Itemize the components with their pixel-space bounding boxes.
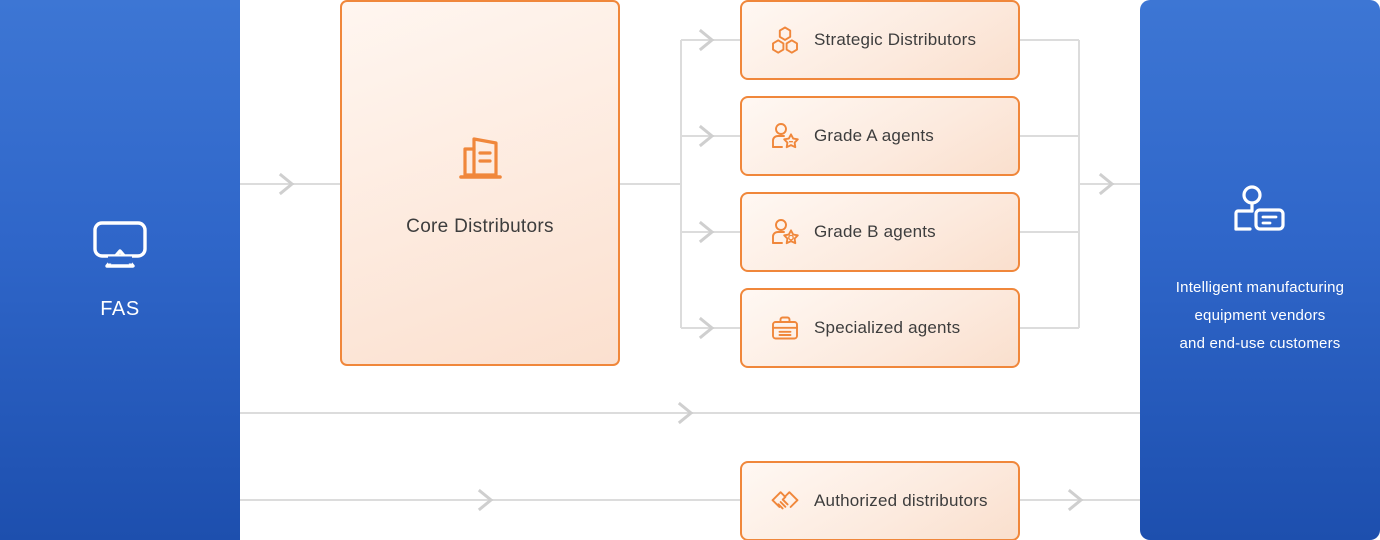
source-panel[interactable]: FAS <box>0 0 240 540</box>
destination-panel[interactable]: Intelligent manufacturing equipment vend… <box>1140 0 1380 540</box>
office-building-icon <box>452 129 508 190</box>
source-panel-label: FAS <box>100 297 140 320</box>
channel-card-strategic-distributors[interactable]: Strategic Distributors <box>740 0 1020 80</box>
arrow-branch-2 <box>698 220 715 244</box>
destination-panel-caption: Intelligent manufacturing equipment vend… <box>1150 274 1370 358</box>
airplay-screen-icon <box>92 220 148 275</box>
person-id-card-icon <box>1231 183 1289 246</box>
caption-line-2: equipment vendors <box>1194 306 1326 324</box>
arrow-branch-1 <box>698 124 715 148</box>
arrow-merge-to-right <box>1098 172 1115 196</box>
core-distributors-card[interactable]: Core Distributors <box>340 0 620 366</box>
channel-card-grade-a-agents[interactable]: Grade A agents <box>740 96 1020 176</box>
channel-card-authorized-distributors[interactable]: Authorized distributors <box>740 461 1020 540</box>
channel-card-specialized-agents[interactable]: Specialized agents <box>740 288 1020 368</box>
caption-line-3: and end-use customers <box>1179 334 1341 352</box>
briefcase-icon <box>770 313 800 343</box>
person-star-badge-icon <box>770 121 800 151</box>
arrow-direct-left <box>477 488 494 512</box>
channel-card-label: Authorized distributors <box>814 491 988 510</box>
core-distributors-label: Core Distributors <box>406 215 554 237</box>
channel-card-label: Grade B agents <box>814 222 936 241</box>
handshake-icon <box>770 486 800 516</box>
arrow-bypass-upper <box>677 401 694 425</box>
arrow-branch-0 <box>698 28 715 52</box>
person-b-badge-icon <box>770 217 800 247</box>
channel-card-label: Grade A agents <box>814 126 934 145</box>
channel-card-grade-b-agents[interactable]: Grade B agents <box>740 192 1020 272</box>
arrow-direct-right <box>1067 488 1084 512</box>
channel-card-label: Strategic Distributors <box>814 30 977 49</box>
hexagon-cluster-icon <box>770 25 800 55</box>
channel-card-label: Specialized agents <box>814 318 961 337</box>
arrow-left-to-core <box>278 172 295 196</box>
caption-line-1: Intelligent manufacturing <box>1175 278 1345 296</box>
arrow-branch-3 <box>698 316 715 340</box>
